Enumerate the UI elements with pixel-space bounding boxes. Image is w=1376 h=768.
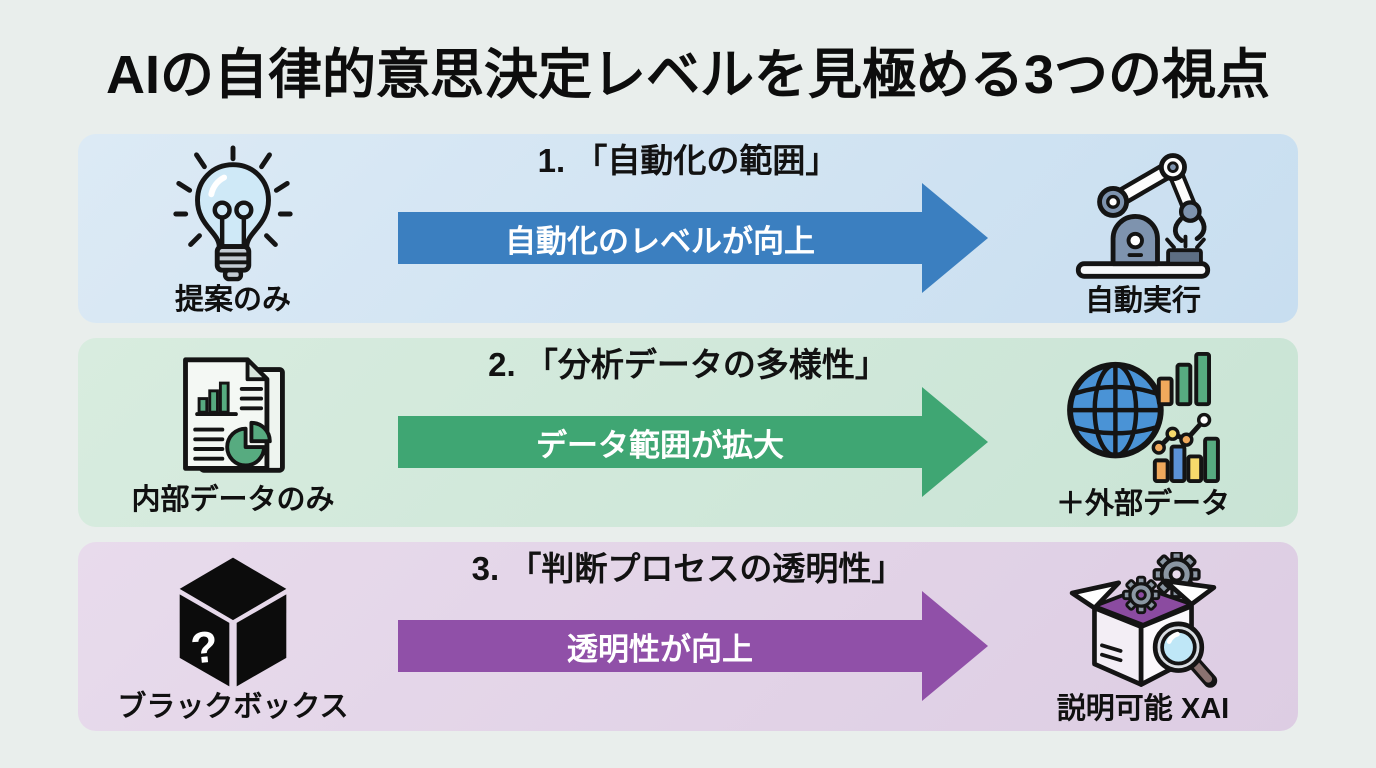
band2-right-item: ＋外部データ bbox=[988, 338, 1298, 527]
band3-left-item: ? ブラックボックス bbox=[78, 542, 388, 731]
lightbulb-icon bbox=[173, 145, 293, 283]
report-documents-icon bbox=[170, 352, 296, 483]
band3-left-label: ブラックボックス bbox=[117, 690, 349, 723]
band2-progress-arrow: データ範囲が拡大 bbox=[388, 386, 988, 498]
band1-right-label: 自動実行 bbox=[1084, 284, 1201, 317]
band1-arrow-bar: 自動化のレベルが向上 bbox=[398, 212, 922, 264]
open-box-xai-icon bbox=[1064, 551, 1222, 692]
band1-center: 1. 「自動化の範囲」 自動化のレベルが向上 bbox=[388, 134, 988, 323]
band2-left-label: 内部データのみ bbox=[131, 484, 335, 517]
black-box-icon: ? bbox=[166, 554, 300, 690]
bands-container: 提案のみ 1. 「自動化の範囲」 自動化のレベルが向上 bbox=[78, 134, 1298, 731]
svg-text:?: ? bbox=[188, 622, 220, 674]
band1-heading: 1. 「自動化の範囲」 bbox=[537, 142, 839, 179]
band1-left-label: 提案のみ bbox=[174, 283, 291, 316]
band3-right-item: 説明可能 XAI bbox=[988, 542, 1298, 731]
band2-heading: 2. 「分析データの多様性」 bbox=[488, 346, 888, 383]
band2-arrow-head-icon bbox=[922, 387, 988, 497]
band2-left-item: 内部データのみ bbox=[78, 338, 388, 527]
band1-arrow-label: 自動化のレベルが向上 bbox=[505, 223, 815, 259]
band1-right-item: 自動実行 bbox=[988, 134, 1298, 323]
band3-arrow-bar: 透明性が向上 bbox=[398, 620, 922, 672]
robot-arm-icon bbox=[1068, 144, 1218, 284]
band1-progress-arrow: 自動化のレベルが向上 bbox=[388, 182, 988, 294]
band2-center: 2. 「分析データの多様性」 データ範囲が拡大 bbox=[388, 338, 988, 527]
band2-right-label: ＋外部データ bbox=[1055, 487, 1230, 520]
page-title: AIの自律的意思決定レベルを見極める3つの視点 bbox=[105, 45, 1271, 105]
band3-arrow-label: 透明性が向上 bbox=[567, 631, 753, 667]
band3-center: 3. 「判断プロセスの透明性」 透明性が向上 bbox=[388, 542, 988, 731]
band-process-transparency: ? ブラックボックス 3. 「判断プロセスの透明性」 透明性が向上 bbox=[78, 542, 1298, 731]
band2-arrow-bar: データ範囲が拡大 bbox=[398, 416, 922, 468]
globe-charts-icon bbox=[1064, 349, 1222, 487]
band1-arrow-head-icon bbox=[922, 183, 988, 293]
band3-progress-arrow: 透明性が向上 bbox=[388, 590, 988, 702]
band1-left-item: 提案のみ bbox=[78, 134, 388, 323]
band3-heading: 3. 「判断プロセスの透明性」 bbox=[471, 550, 905, 587]
band2-arrow-label: データ範囲が拡大 bbox=[536, 427, 784, 463]
band-data-diversity: 内部データのみ 2. 「分析データの多様性」 データ範囲が拡大 bbox=[78, 338, 1298, 527]
band3-arrow-head-icon bbox=[922, 591, 988, 701]
band3-right-label: 説明可能 XAI bbox=[1056, 692, 1230, 725]
band-automation-scope: 提案のみ 1. 「自動化の範囲」 自動化のレベルが向上 bbox=[78, 134, 1298, 323]
